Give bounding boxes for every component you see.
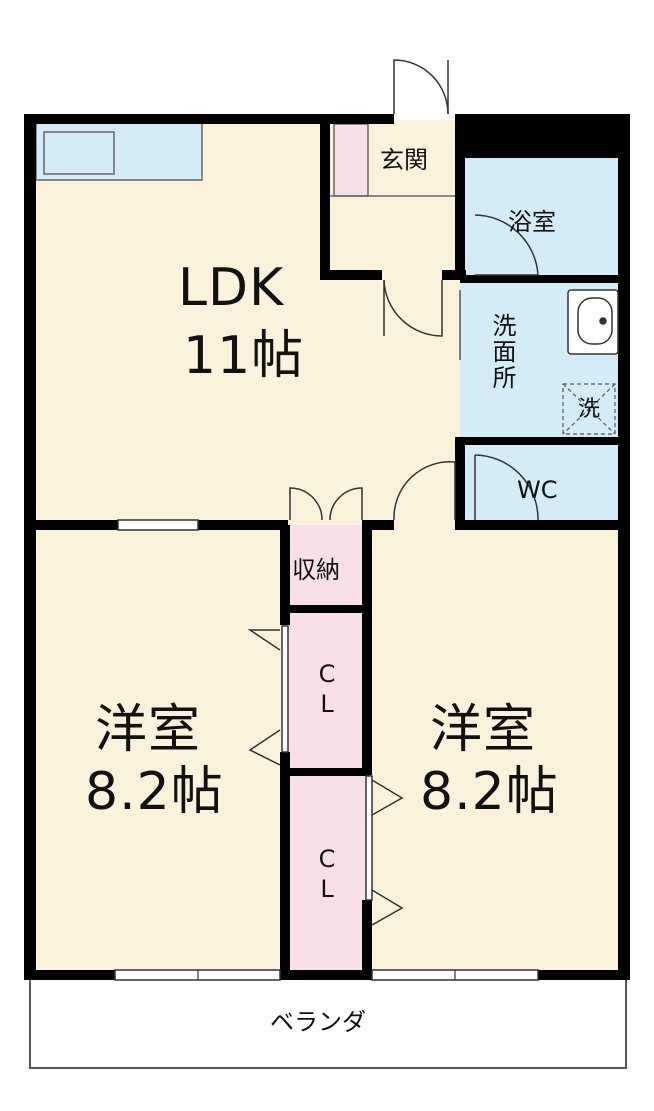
closet-upper-area: [288, 610, 366, 770]
bath-area: [460, 155, 624, 280]
washroom-label: 洗面所: [488, 313, 516, 391]
shoe-cabinet: [333, 123, 369, 197]
washer-space-icon: [562, 383, 616, 435]
bath-label: 浴室: [508, 208, 556, 236]
balcony-label: ベランダ: [270, 1008, 366, 1036]
bedroom-right-name: 洋室: [430, 700, 537, 760]
kitchen-sink: [43, 131, 115, 175]
closet-lower-label: CL: [313, 845, 341, 905]
closet-upper-label: CL: [313, 660, 341, 720]
bedroom-left-size: 8.2帖: [85, 762, 224, 822]
wc-label: WC: [517, 476, 558, 504]
walls: [24, 114, 630, 980]
entrance-label: 玄関: [380, 146, 428, 174]
storage-label: 収納: [292, 556, 340, 584]
bedroom-right-size: 8.2帖: [420, 762, 559, 822]
washbasin-icon: [567, 289, 619, 355]
ldk-name: LDK: [178, 258, 285, 318]
ldk-size: 11帖: [183, 326, 305, 386]
closet-lower-area: [288, 775, 366, 975]
bedroom-left-name: 洋室: [95, 700, 202, 760]
bedroom-left-area: [30, 525, 288, 975]
storage-area: [288, 525, 366, 610]
door-swings: [247, 59, 539, 926]
bedroom-right-area: [366, 525, 624, 975]
balcony-area: [29, 977, 627, 1069]
washer-label: 洗: [578, 397, 601, 422]
